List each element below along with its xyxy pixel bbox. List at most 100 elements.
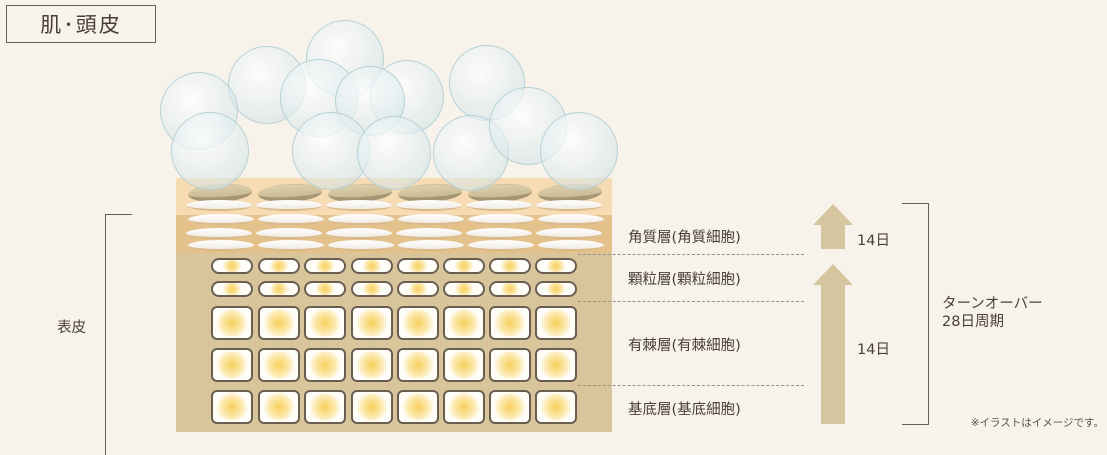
skin-cross-section — [176, 178, 612, 432]
corneocyte — [258, 240, 324, 251]
divider-spinosum-basale — [578, 385, 804, 386]
basal-cell — [397, 390, 439, 424]
corneocyte — [256, 228, 322, 239]
granular-cell — [211, 258, 253, 274]
corneocyte — [466, 200, 532, 211]
label-turnover-line2: 28日周期 — [942, 314, 1004, 330]
spinous-cell — [258, 348, 300, 382]
label-days-upper: 14日 — [857, 233, 890, 249]
corneocyte — [188, 240, 254, 251]
cell-nucleus — [402, 309, 434, 337]
granular-cell — [211, 281, 253, 297]
cell-nucleus — [407, 283, 429, 295]
arrow-upper-head — [813, 204, 853, 225]
cell-nucleus — [540, 309, 572, 337]
label-turnover-line1: ターンオーバー — [942, 296, 1043, 312]
corneocyte — [398, 214, 464, 225]
cell-nucleus — [263, 393, 295, 421]
label-stratum-granulosum: 顆粒層(顆粒細胞) — [628, 272, 741, 288]
spinous-cell — [397, 306, 439, 340]
cell-nucleus — [309, 393, 341, 421]
spinous-cell — [258, 306, 300, 340]
cell-nucleus — [263, 309, 295, 337]
arrow-lower-head — [813, 264, 853, 285]
cell-nucleus — [448, 309, 480, 337]
corneocyte — [398, 240, 464, 251]
cell-nucleus — [268, 283, 290, 295]
spinous-cell — [211, 306, 253, 340]
divider-corneum-granulosum — [578, 254, 804, 255]
illustration-note: ※イラストはイメージです。 — [970, 417, 1104, 429]
corneocyte — [326, 228, 392, 239]
cell-nucleus — [221, 260, 243, 272]
granular-cell — [397, 281, 439, 297]
granular-cell — [304, 258, 346, 274]
granular-cell — [489, 258, 531, 274]
foam-bubble — [357, 116, 431, 190]
cell-nucleus — [314, 283, 336, 295]
cell-nucleus — [221, 283, 243, 295]
epidermis-bracket — [105, 214, 132, 455]
cell-nucleus — [361, 283, 383, 295]
cell-nucleus — [448, 351, 480, 379]
cell-nucleus — [453, 283, 475, 295]
granular-cell — [397, 258, 439, 274]
granular-cell — [443, 281, 485, 297]
spinous-cell — [397, 348, 439, 382]
granular-cell — [351, 281, 393, 297]
basal-cell — [443, 390, 485, 424]
foam-bubble — [540, 112, 618, 190]
corneocyte — [468, 240, 534, 251]
spinous-cell — [535, 348, 577, 382]
spinous-cell — [351, 348, 393, 382]
granular-cell — [351, 258, 393, 274]
label-days-lower: 14日 — [857, 342, 890, 358]
spinous-cell — [211, 348, 253, 382]
granular-cell — [258, 258, 300, 274]
cell-nucleus — [540, 351, 572, 379]
corneocyte — [536, 228, 602, 239]
divider-granulosum-spinosum — [578, 301, 804, 302]
cell-nucleus — [361, 260, 383, 272]
granular-cell — [489, 281, 531, 297]
cell-nucleus — [494, 393, 526, 421]
corneocyte — [468, 214, 534, 225]
cell-nucleus — [268, 260, 290, 272]
spinous-cell — [489, 348, 531, 382]
corneocyte — [256, 200, 322, 211]
cell-nucleus — [545, 260, 567, 272]
cell-nucleus — [356, 309, 388, 337]
corneocyte — [188, 214, 254, 225]
cell-nucleus — [309, 351, 341, 379]
title-text: 肌･頭皮 — [40, 13, 122, 37]
cell-nucleus — [494, 351, 526, 379]
corneocyte — [186, 200, 252, 211]
spinous-cell — [489, 306, 531, 340]
turnover-bracket — [902, 203, 929, 425]
spinous-cell — [443, 306, 485, 340]
cell-nucleus — [453, 260, 475, 272]
corneocyte — [328, 240, 394, 251]
epidermis-label: 表皮 — [57, 320, 86, 336]
cell-nucleus — [356, 393, 388, 421]
granular-cell — [535, 258, 577, 274]
spinous-cell — [351, 306, 393, 340]
corneocyte — [538, 214, 604, 225]
label-stratum-basale: 基底層(基底細胞) — [628, 402, 741, 418]
basal-cell — [535, 390, 577, 424]
cell-nucleus — [545, 283, 567, 295]
basal-cell — [211, 390, 253, 424]
basal-cell — [304, 390, 346, 424]
label-stratum-spinosum: 有棘層(有棘細胞) — [628, 338, 741, 354]
arrow-lower-shaft — [821, 284, 845, 424]
cell-nucleus — [314, 260, 336, 272]
corneocyte — [186, 228, 252, 239]
title-box: 肌･頭皮 — [6, 5, 156, 43]
granular-cell — [535, 281, 577, 297]
arrow-upper-shaft — [821, 224, 845, 249]
cell-nucleus — [263, 351, 295, 379]
granular-cell — [443, 258, 485, 274]
cell-nucleus — [402, 393, 434, 421]
corneocyte — [396, 200, 462, 211]
corneocyte — [328, 214, 394, 225]
